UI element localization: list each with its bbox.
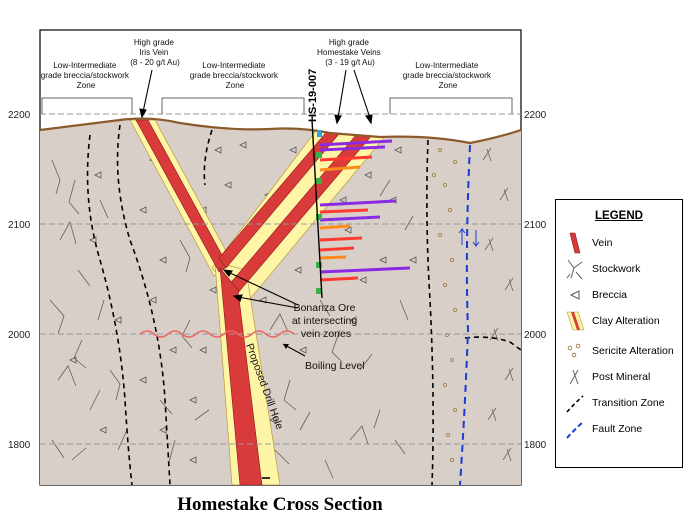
boiling-level-line bbox=[139, 330, 295, 338]
post-mineral-texture bbox=[482, 147, 514, 462]
legend-item-vein: Vein bbox=[556, 230, 682, 256]
zone-label-middle: Low-Intermediate grade breccia/stockwork… bbox=[190, 61, 281, 90]
drill-hole-hs-19-007: HS-19-007 bbox=[307, 69, 411, 299]
elevation-label: 2000 bbox=[8, 330, 31, 341]
legend-item-clay-alteration: Clay Alteration bbox=[556, 308, 682, 334]
vein-icon bbox=[569, 232, 581, 254]
fault-zone-icon bbox=[566, 421, 584, 439]
legend-item-sericite-alteration: Sericite Alteration bbox=[556, 338, 682, 364]
elevation-labels-right: 2200 2100 2000 1800 bbox=[524, 110, 547, 451]
legend-item-fault-zone: Fault Zone bbox=[556, 416, 682, 442]
elevation-label: 2100 bbox=[8, 220, 31, 231]
legend-label: Sericite Alteration bbox=[592, 345, 674, 357]
elevation-gridlines bbox=[40, 113, 521, 445]
cross-section-diagram: 2200 2100 2000 1800 2200 2100 2000 1800 bbox=[8, 29, 547, 486]
legend-label: Fault Zone bbox=[592, 423, 643, 435]
legend-label: Clay Alteration bbox=[592, 315, 660, 327]
breccia-icon bbox=[569, 290, 580, 300]
bonanza-ore-label: Bonanza Ore at intersecting vein zones bbox=[292, 302, 360, 340]
legend-label: Stockwork bbox=[592, 263, 641, 275]
arrowhead bbox=[283, 344, 289, 349]
elevation-label: 1800 bbox=[524, 440, 547, 451]
legend-item-stockwork: Stockwork bbox=[556, 256, 682, 282]
stockwork-icon bbox=[566, 259, 583, 280]
rock-body bbox=[40, 118, 521, 485]
legend-item-post-mineral: Post Mineral bbox=[556, 364, 682, 390]
fault-zone bbox=[459, 144, 471, 486]
sericite-alteration-icon bbox=[567, 343, 581, 358]
elevation-label: 2200 bbox=[8, 110, 31, 121]
bonanza-pointers bbox=[222, 269, 299, 309]
elevation-label: 2000 bbox=[524, 330, 547, 341]
transition-zone-lines bbox=[86, 124, 522, 486]
transition-zone-icon bbox=[566, 395, 584, 413]
boiling-level-label: Boiling Level bbox=[305, 360, 365, 372]
elevation-labels-left: 2200 2100 2000 1800 bbox=[8, 110, 31, 451]
homestake-veins-label: High grade Homestake Veins (3 - 19 g/t A… bbox=[317, 38, 383, 67]
fault-arrows bbox=[458, 227, 480, 248]
iris-vein-pointer bbox=[139, 69, 153, 119]
drill-hole-id: HS-19-007 bbox=[307, 69, 319, 122]
zone-braces bbox=[41, 97, 513, 114]
legend-label: Vein bbox=[592, 237, 613, 249]
homestake-veins-pointers bbox=[334, 69, 373, 125]
legend-label: Post Mineral bbox=[592, 371, 651, 383]
ground-surface bbox=[39, 117, 522, 145]
sericite-texture bbox=[431, 147, 457, 462]
legend-item-transition-zone: Transition Zone bbox=[556, 390, 682, 416]
iris-vein-label: High grade Iris Vein (8 - 20 g/t Au) bbox=[130, 38, 180, 67]
zone-label-right: Low-Intermediate grade breccia/stockwork… bbox=[403, 61, 494, 90]
legend-title: LEGEND bbox=[595, 210, 643, 222]
legend-label: Breccia bbox=[592, 289, 628, 301]
post-mineral-icon bbox=[569, 369, 579, 385]
legend: LEGEND Vein Stockwork Breccia Clay Alter… bbox=[555, 199, 683, 468]
elevation-label: 1800 bbox=[8, 440, 31, 451]
legend-label: Transition Zone bbox=[592, 397, 665, 409]
page-title: Homestake Cross Section bbox=[177, 494, 383, 515]
elevation-label: 2100 bbox=[524, 220, 547, 231]
elevation-label: 2200 bbox=[524, 110, 547, 121]
clay-alteration-icon bbox=[566, 311, 585, 331]
zone-label-left: Low-Intermediate grade breccia/stockwork… bbox=[41, 61, 132, 90]
legend-item-breccia: Breccia bbox=[556, 282, 682, 308]
